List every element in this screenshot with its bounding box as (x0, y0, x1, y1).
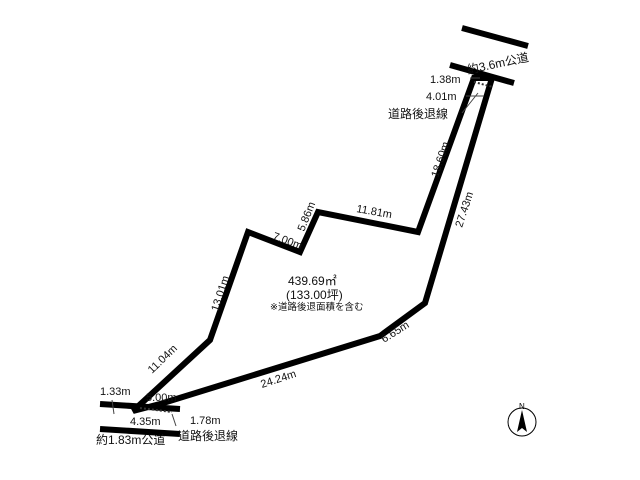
lot-boundary (130, 75, 497, 414)
south-road-line-lower (99, 426, 181, 437)
dim-ne-side: 4.01m (426, 91, 457, 103)
leader-sw-2 (111, 399, 115, 415)
area-tsubo: (133.00坪) (286, 288, 343, 302)
area-note: ※道路後退面積を含む (270, 301, 363, 313)
compass-label: N (519, 402, 525, 411)
dim-sw-c: 4.35m (130, 416, 161, 428)
dim-north-diag: 18.60m (429, 140, 452, 179)
dim-ne-top: 1.38m (430, 74, 461, 86)
south-setback-label: 道路後退線 (178, 428, 238, 443)
leader-sw-1 (171, 413, 177, 427)
north-road-line-lower (449, 62, 515, 86)
area-sqm: 439.69㎡ (288, 274, 337, 288)
dim-sw-a: 1.33m (100, 386, 131, 398)
north-setback-label: 道路後退線 (388, 106, 448, 121)
leader-ne-3 (461, 92, 479, 114)
north-road-line-upper (461, 25, 529, 49)
compass-north-icon: N (507, 402, 537, 437)
north-road-label: 約3.6m公道 (466, 49, 530, 77)
north-setback-dots (473, 81, 494, 88)
south-setback-dots (139, 407, 173, 413)
dim-sw-d: 1.78m (190, 415, 221, 427)
south-road-label: 約1.83m公道 (96, 432, 165, 447)
dim-sw-b: 5.00m (146, 392, 177, 404)
